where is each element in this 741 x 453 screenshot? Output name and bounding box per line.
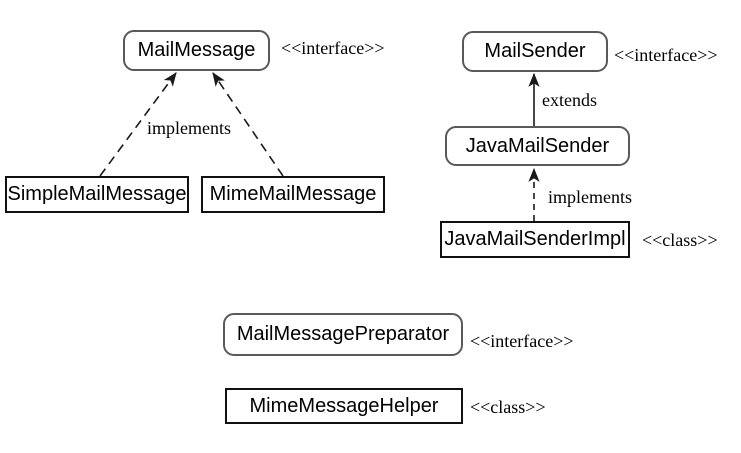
stereotype-mail-sender: <<interface>> (614, 45, 718, 65)
node-mail-message: MailMessage (123, 30, 270, 71)
node-mail-message-preparator: MailMessagePreparator (223, 313, 463, 356)
node-java-mail-sender-impl: JavaMailSenderImpl (440, 221, 630, 258)
stereotype-mime-message-helper: <<class>> (470, 397, 546, 417)
node-simple-mail-message: SimpleMailMessage (5, 176, 189, 213)
node-label: MimeMailMessage (209, 183, 377, 205)
node-java-mail-sender: JavaMailSender (445, 126, 630, 166)
node-mime-message-helper: MimeMessageHelper (225, 388, 463, 424)
node-label: MailMessagePreparator (236, 323, 450, 345)
node-label: MimeMessageHelper (249, 394, 439, 417)
edge-label-extends: extends (542, 90, 597, 110)
node-label: JavaMailSender (465, 134, 610, 157)
node-mail-sender: MailSender (462, 31, 608, 72)
edge-label-implements-left: implements (147, 118, 231, 138)
stereotype-java-mail-sender-impl: <<class>> (642, 230, 718, 250)
node-label: JavaMailSenderImpl (444, 228, 626, 250)
edge-label-implements-right: implements (548, 187, 632, 207)
node-mime-mail-message: MimeMailMessage (201, 176, 385, 213)
node-label: MailMessage (137, 39, 256, 61)
stereotype-mail-message-preparator: <<interface>> (470, 331, 574, 351)
stereotype-mail-message: <<interface>> (281, 38, 385, 58)
node-label: MailSender (484, 40, 586, 62)
node-label: SimpleMailMessage (7, 183, 187, 205)
